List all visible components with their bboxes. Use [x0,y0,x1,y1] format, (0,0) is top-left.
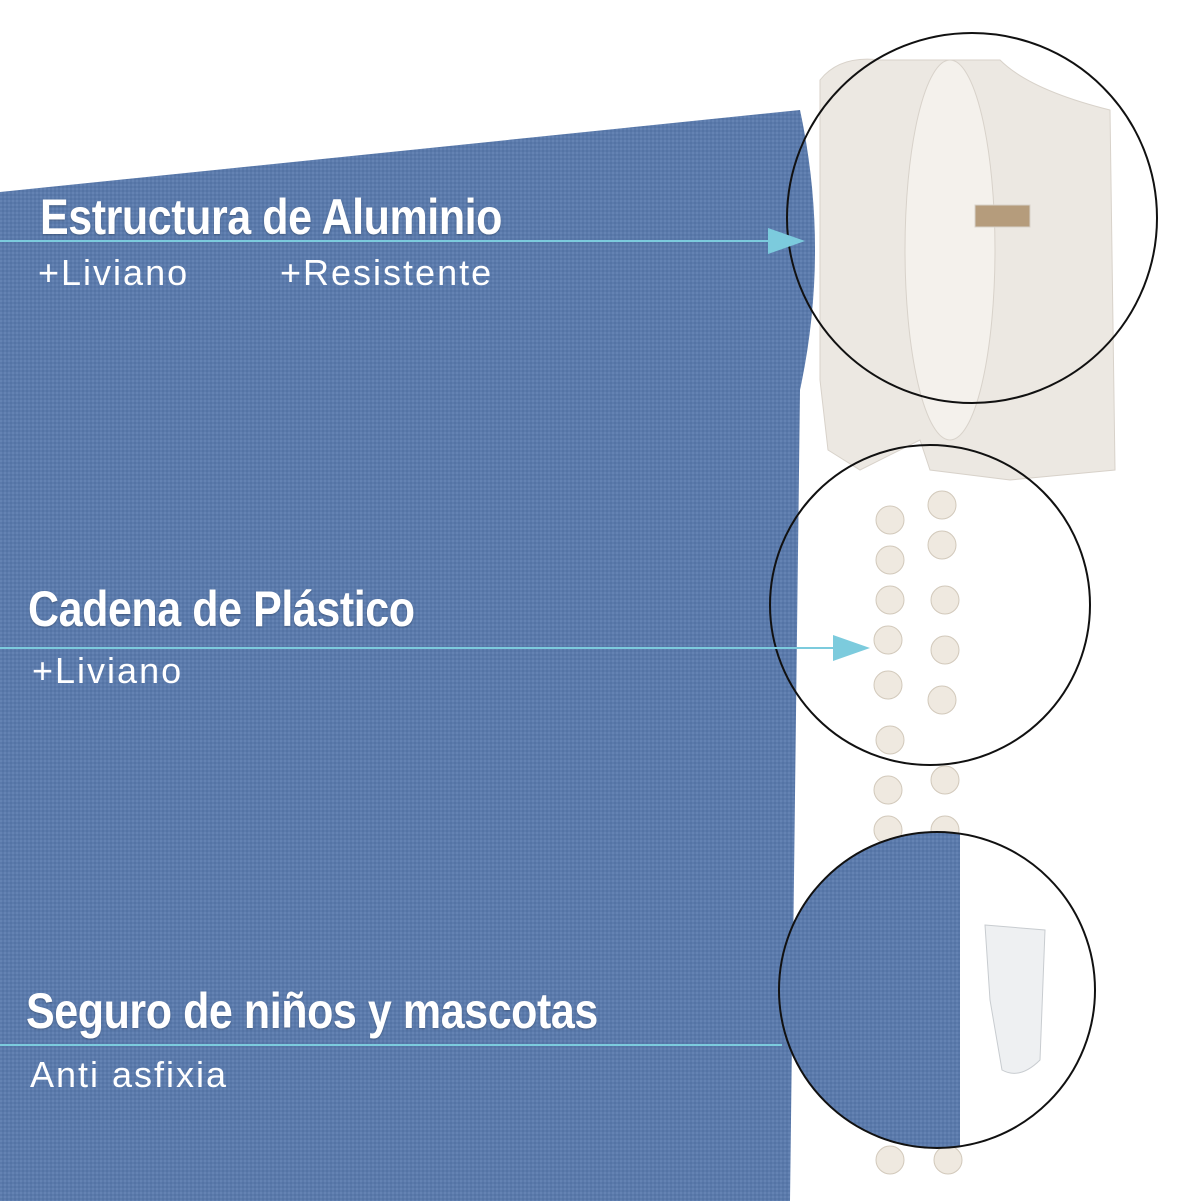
feature-title-child-safety: Seguro de niños y mascotas [26,983,598,1039]
feature-benefit: Anti asfixia [30,1054,229,1095]
arrow-icon [768,228,805,254]
feature-title-chain: Cadena de Plástico [28,581,415,637]
arrow-icon [833,635,870,661]
bracket [819,58,1116,481]
detail-circle-clip [778,831,1096,1149]
bead-chain [873,490,963,1175]
blind-fabric [0,110,815,1201]
safety-clip-detail [779,832,1095,1148]
feature-benefit: +Resistente [280,252,494,293]
feature-benefit: +Liviano [38,252,190,293]
detail-circle-chain [769,444,1091,766]
detail-circle-bracket [786,32,1158,404]
feature-title-aluminum: Estructura de Aluminio [40,189,503,245]
feature-benefit: +Liviano [32,650,184,691]
